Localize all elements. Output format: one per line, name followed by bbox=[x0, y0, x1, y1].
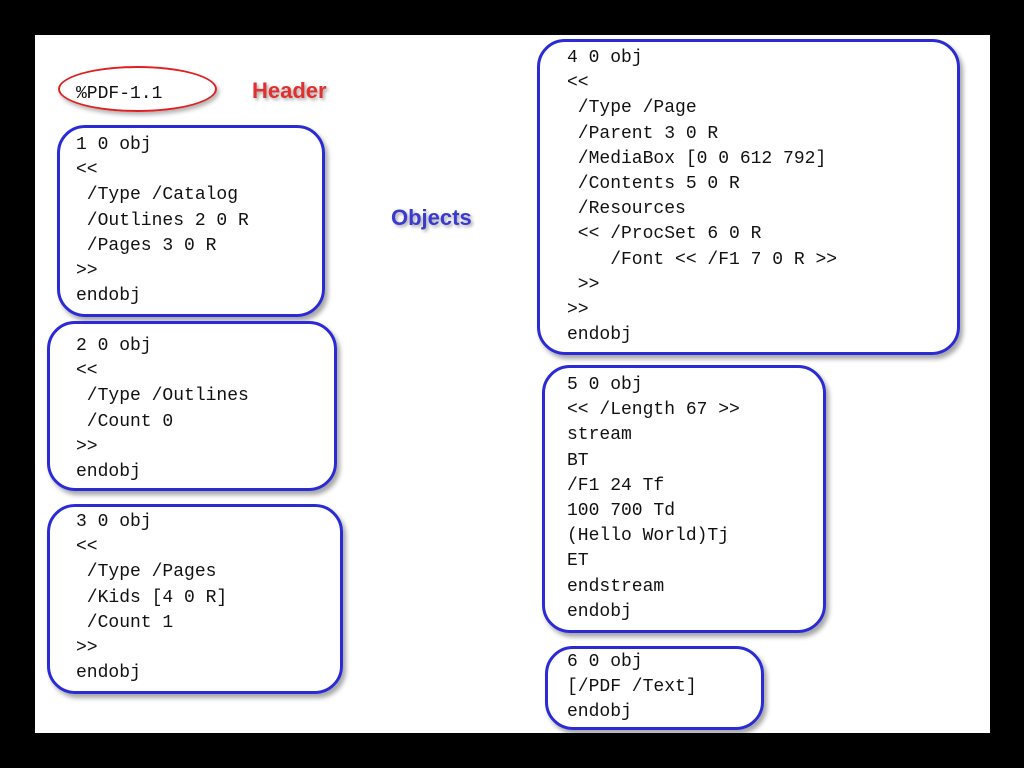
objects-label: Objects bbox=[391, 205, 472, 230]
object-2-code: 2 0 obj << /Type /Outlines /Count 0 >> e… bbox=[76, 336, 249, 483]
header-label: Header bbox=[252, 78, 327, 103]
object-3-box bbox=[47, 504, 343, 694]
object-6-box bbox=[545, 646, 764, 730]
pdf-structure-diagram: %PDF-1.1 Header Objects 1 0 obj << /Type… bbox=[35, 35, 990, 733]
object-5-code: 5 0 obj << /Length 67 >> stream BT /F1 2… bbox=[567, 375, 740, 622]
object-1-code: 1 0 obj << /Type /Catalog /Outlines 2 0 … bbox=[76, 135, 249, 307]
header-oval bbox=[58, 66, 217, 112]
object-4-box bbox=[537, 39, 960, 355]
object-3-code: 3 0 obj << /Type /Pages /Kids [4 0 R] /C… bbox=[76, 512, 228, 684]
object-1-box bbox=[57, 125, 325, 317]
object-2-box bbox=[47, 321, 337, 491]
header-code: %PDF-1.1 bbox=[76, 84, 163, 104]
object-4-code: 4 0 obj << /Type /Page /Parent 3 0 R /Me… bbox=[567, 48, 838, 346]
object-6-code: 6 0 obj [/PDF /Text] endobj bbox=[567, 652, 697, 723]
object-5-box bbox=[542, 365, 826, 633]
